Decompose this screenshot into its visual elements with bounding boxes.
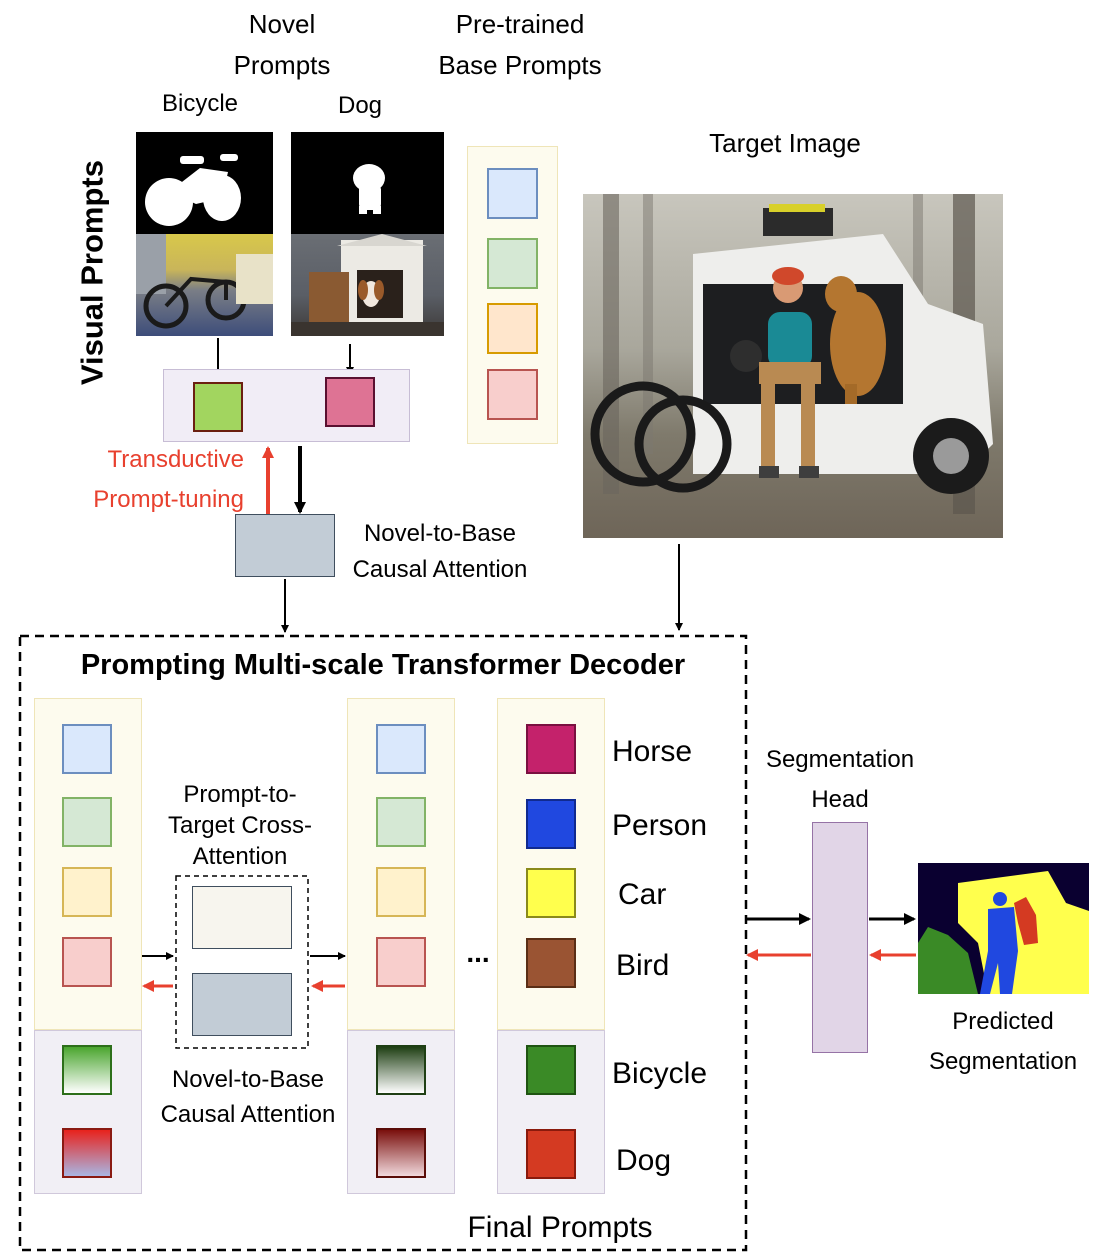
dog-photo: [291, 234, 444, 336]
novel-prompts-header: Novel Prompts: [233, 9, 331, 80]
decoder-title: Prompting Multi-scale Transformer Decode…: [80, 649, 686, 681]
segmentation-head-box: [812, 822, 868, 1053]
col2-prompt-dog: [376, 1128, 426, 1178]
novel-prompt-dog: [325, 377, 375, 427]
bicycle-photo: [136, 234, 273, 336]
visual-prompts-label: Visual Prompts: [74, 160, 110, 386]
layers-ellipsis: ...: [466, 937, 490, 968]
col2-prompt-green: [376, 797, 426, 847]
final-prompt-person: [526, 799, 576, 849]
target-image: [583, 194, 1003, 538]
dog-silhouette: [353, 164, 385, 214]
bicycle-mask: [136, 132, 273, 234]
bicycle-label: Bicycle: [161, 90, 239, 117]
dog-photo-art: [291, 234, 444, 336]
prompt-to-target-label: Prompt-to- Target Cross- Attention: [167, 781, 313, 870]
class-label-bicycle: Bicycle: [612, 1057, 708, 1090]
segmentation-map-art: [918, 871, 1089, 994]
predicted-segmentation-label: Predicted Segmentation: [928, 1008, 1078, 1075]
class-label-person: Person: [612, 809, 708, 842]
novel-to-base-attention-box: [235, 514, 335, 577]
col1-prompt-red: [62, 937, 112, 987]
decoder-frame: [18, 634, 748, 1252]
final-prompts-label: Final Prompts: [467, 1211, 653, 1244]
col2-prompt-red: [376, 937, 426, 987]
col1-prompt-bicycle: [62, 1045, 112, 1095]
predicted-segmentation-map: [918, 863, 1089, 994]
final-prompt-car: [526, 868, 576, 918]
col2-prompt-yellow: [376, 867, 426, 917]
dog-label: Dog: [337, 92, 383, 119]
class-label-horse: Horse: [612, 735, 693, 768]
novel-prompt-bicycle: [193, 382, 243, 432]
col1-prompt-dog: [62, 1128, 112, 1178]
bicycle-photo-art: [136, 234, 273, 329]
segmentation-head-label: Segmentation Head: [765, 746, 915, 813]
col1-prompt-yellow: [62, 867, 112, 917]
col1-prompt-green: [62, 797, 112, 847]
pretrained-base-prompts-header: Pre-trained Base Prompts: [438, 9, 602, 80]
final-prompt-dog: [526, 1129, 576, 1179]
final-prompt-bicycle: [526, 1045, 576, 1095]
class-label-dog: Dog: [616, 1144, 672, 1177]
base-prompt-red: [487, 369, 538, 420]
base-prompt-green: [487, 238, 538, 289]
class-label-car: Car: [618, 878, 667, 911]
col1-prompt-blue: [62, 724, 112, 774]
novel-to-base-label-top: Novel-to-Base Causal Attention: [352, 520, 528, 583]
transductive-tuning-label: Transductive Prompt-tuning: [93, 446, 244, 513]
cross-attention-group: [175, 875, 309, 1049]
col2-prompt-blue: [376, 724, 426, 774]
col2-prompt-bicycle: [376, 1045, 426, 1095]
base-prompt-orange: [487, 303, 538, 354]
final-prompt-bird: [526, 938, 576, 988]
bicycle-silhouette: [145, 154, 241, 226]
target-image-art: [590, 194, 993, 514]
cross-attention-box: [192, 886, 292, 949]
novel-to-base-label-bottom: Novel-to-Base Causal Attention: [160, 1066, 336, 1128]
dog-mask: [291, 132, 444, 234]
base-prompt-blue: [487, 168, 538, 219]
final-prompt-horse: [526, 724, 576, 774]
class-label-bird: Bird: [616, 949, 670, 982]
target-image-label: Target Image: [709, 128, 861, 158]
causal-attention-box: [192, 973, 292, 1036]
